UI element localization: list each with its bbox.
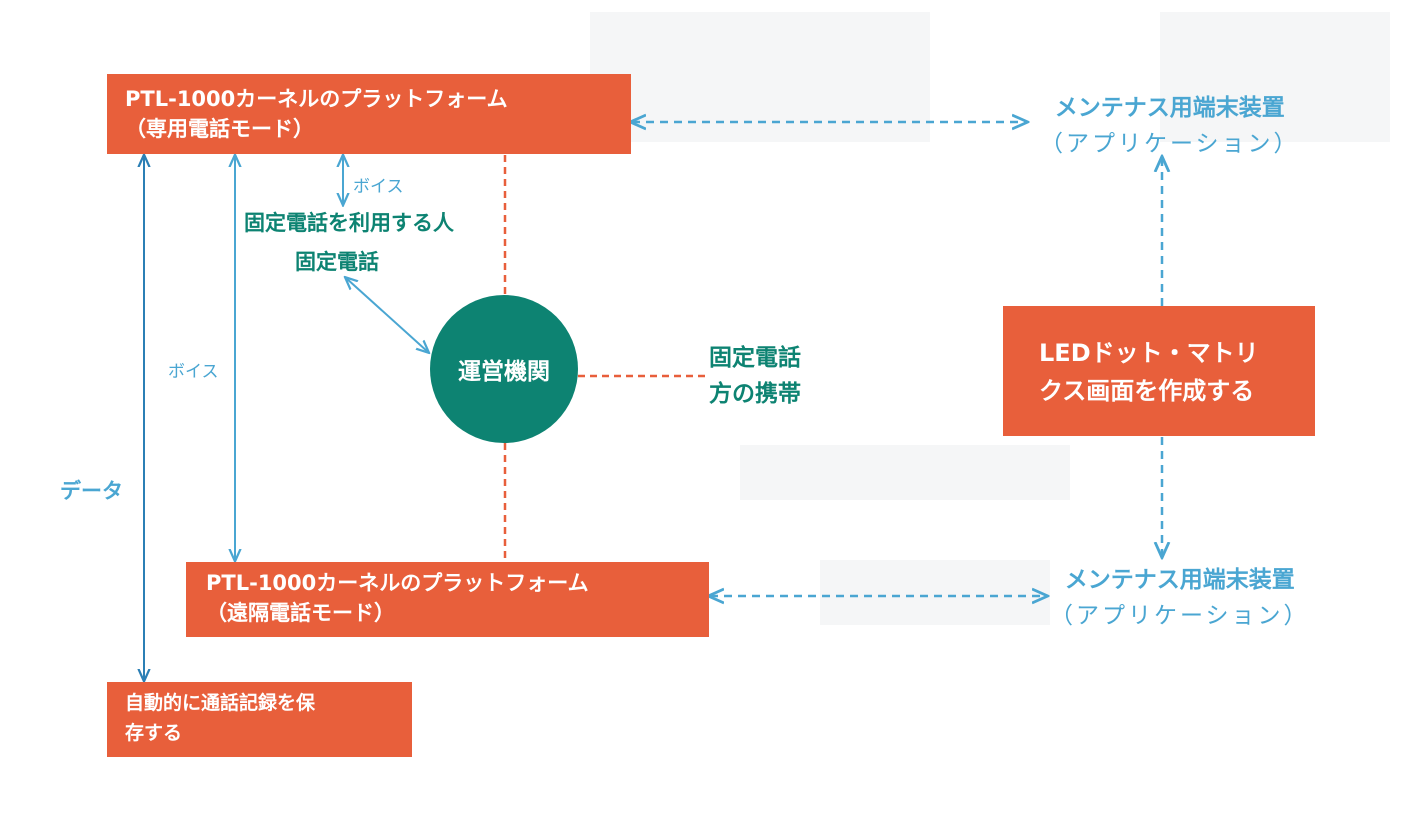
maint-terminal-bottom: メンテナス用端末装置 （アプリケーション） <box>1050 562 1310 634</box>
background-watermark <box>740 445 1070 500</box>
maint-top-app: （アプリケーション） <box>1040 131 1300 157</box>
platform-remote-title: PTL-1000カーネルのプラットフォーム <box>206 571 589 595</box>
landline-mobile-label: 固定電話 方の携帯 <box>709 340 801 412</box>
background-watermark <box>1160 12 1390 142</box>
voice-long-label: ボイス <box>168 362 219 382</box>
maint-top-title: メンテナス用端末装置 <box>1054 95 1285 121</box>
platform-remote-box: PTL-1000カーネルのプラットフォーム （遠隔電話モード） <box>186 562 709 637</box>
landline-label: 固定電話 <box>295 250 379 274</box>
auto-record-line1: 自動的に通話記録を保 <box>125 692 316 714</box>
operator-node: 運営機関 <box>430 295 578 443</box>
landline-mobile-line1: 固定電話 <box>709 345 801 371</box>
auto-record-line2: 存する <box>125 722 183 744</box>
voice-short-label: ボイス <box>353 177 404 197</box>
led-matrix-line1: LEDドット・マトリ <box>1039 339 1259 367</box>
platform-dedicated-mode: （専用電話モード） <box>125 117 314 141</box>
led-matrix-line2: クス画面を作成する <box>1039 377 1255 405</box>
landline-user-label: 固定電話を利用する人 <box>244 211 454 235</box>
maint-bottom-title: メンテナス用端末装置 <box>1064 567 1295 593</box>
led-matrix-box: LEDドット・マトリ クス画面を作成する <box>1003 306 1315 436</box>
operator-label: 運営機関 <box>458 359 550 385</box>
maint-bottom-app: （アプリケーション） <box>1050 603 1310 629</box>
landline-mobile-line2: 方の携帯 <box>709 381 801 407</box>
platform-dedicated-title: PTL-1000カーネルのプラットフォーム <box>125 87 508 111</box>
auto-record-box: 自動的に通話記録を保 存する <box>107 682 412 757</box>
platform-dedicated-box: PTL-1000カーネルのプラットフォーム （専用電話モード） <box>107 74 631 154</box>
arrow-landline-operator <box>346 278 428 352</box>
data-label: データ <box>60 479 123 503</box>
maint-terminal-top: メンテナス用端末装置 （アプリケーション） <box>1040 90 1300 162</box>
platform-remote-mode: （遠隔電話モード） <box>206 601 395 625</box>
